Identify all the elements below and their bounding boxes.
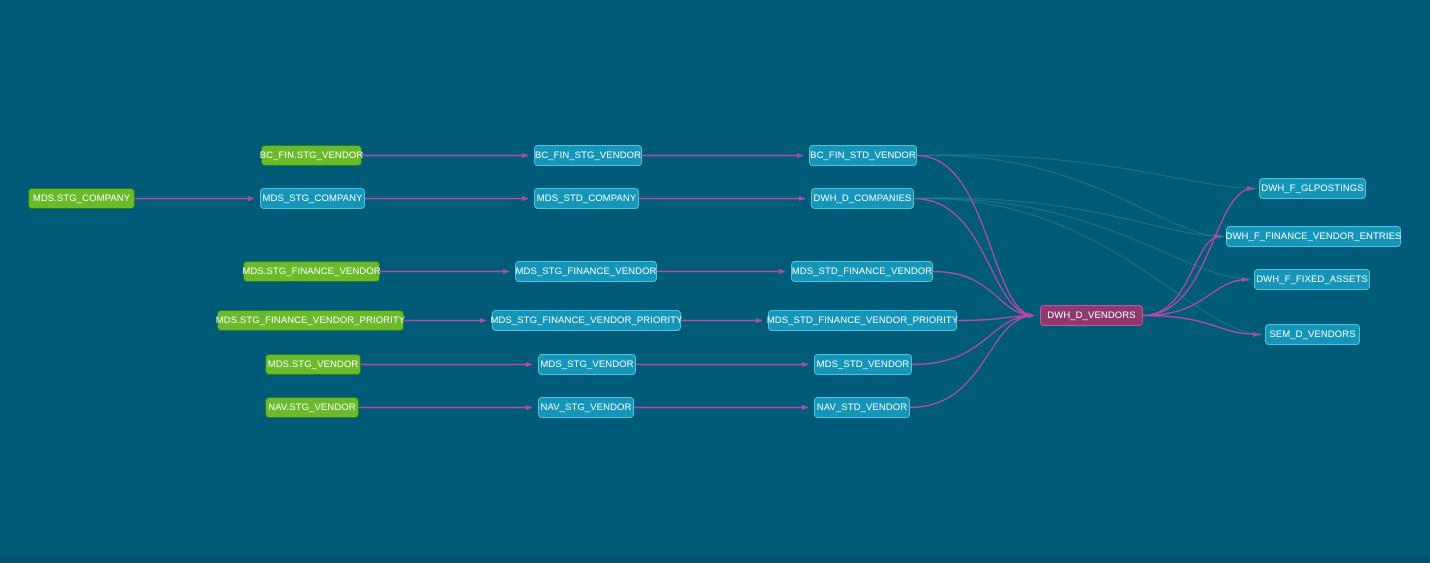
lineage-node-dwh_f_fixed_assets[interactable]: DWH_F_FIXED_ASSETS: [1254, 269, 1370, 290]
node-label: BC_FIN.STG_VENDOR: [259, 149, 364, 161]
lineage-node-mds_stg_finance_vendor_priority[interactable]: MDS_STG_FINANCE_VENDOR_PRIORITY: [490, 310, 682, 331]
lineage-node-dwh_d_companies[interactable]: DWH_D_COMPANIES: [811, 188, 914, 209]
node-label: DWH_F_GLPOSTINGS: [1261, 182, 1364, 194]
node-label: DWH_D_COMPANIES: [813, 192, 912, 204]
lineage-node-mds_stg_finance_vendor_src[interactable]: MDS.STG_FINANCE_VENDOR: [242, 261, 381, 282]
node-label: MDS.STG_VENDOR: [267, 358, 359, 370]
node-label: MDS_STG_COMPANY: [262, 192, 363, 204]
node-label: MDS_STD_COMPANY: [536, 192, 637, 204]
lineage-node-mds_std_finance_vendor_priority[interactable]: MDS_STD_FINANCE_VENDOR_PRIORITY: [767, 310, 958, 331]
node-label: DWH_D_VENDORS: [1047, 309, 1136, 321]
node-label: BC_FIN_STG_VENDOR: [534, 149, 642, 161]
node-label: MDS_STG_FINANCE_VENDOR_PRIORITY: [490, 314, 683, 326]
node-label: MDS_STG_VENDOR: [540, 358, 634, 370]
lineage-node-nav_stg_vendor_src[interactable]: NAV.STG_VENDOR: [265, 397, 359, 418]
node-label: DWH_F_FINANCE_VENDOR_ENTRIES: [1225, 230, 1402, 242]
node-label: NAV_STG_VENDOR: [540, 401, 632, 413]
lineage-node-mds_stg_vendor_src[interactable]: MDS.STG_VENDOR: [265, 354, 361, 375]
node-label: SEM_D_VENDORS: [1269, 328, 1356, 340]
lineage-node-nav_stg_vendor[interactable]: NAV_STG_VENDOR: [538, 397, 634, 418]
bottom-scroll-strip[interactable]: [0, 557, 1430, 563]
lineage-node-mds_std_vendor[interactable]: MDS_STD_VENDOR: [814, 354, 912, 375]
node-label: MDS_STG_FINANCE_VENDOR: [515, 265, 657, 277]
lineage-node-mds_stg_finance_vendor_priority_src[interactable]: MDS.STG_FINANCE_VENDOR_PRIORITY: [216, 310, 405, 331]
node-label: NAV_STD_VENDOR: [816, 401, 908, 413]
node-label: MDS_STD_FINANCE_VENDOR_PRIORITY: [766, 314, 959, 326]
lineage-node-nav_std_vendor[interactable]: NAV_STD_VENDOR: [814, 397, 910, 418]
lineage-node-dwh_f_glpostings[interactable]: DWH_F_GLPOSTINGS: [1259, 178, 1366, 199]
node-label: MDS_STD_VENDOR: [816, 358, 910, 370]
lineage-node-bc_fin_stg_vendor_src[interactable]: BC_FIN.STG_VENDOR: [260, 145, 363, 166]
lineage-node-mds_std_finance_vendor[interactable]: MDS_STD_FINANCE_VENDOR: [791, 261, 933, 282]
node-label: MDS_STD_FINANCE_VENDOR: [791, 265, 933, 277]
lineage-node-bc_fin_stg_vendor[interactable]: BC_FIN_STG_VENDOR: [534, 145, 642, 166]
node-label: BC_FIN_STD_VENDOR: [810, 149, 916, 161]
node-label: DWH_F_FIXED_ASSETS: [1256, 273, 1368, 285]
node-label: MDS.STG_COMPANY: [32, 192, 131, 204]
lineage-node-mds_std_company[interactable]: MDS_STD_COMPANY: [534, 188, 639, 209]
lineage-node-dwh_f_finance_vendor_entries[interactable]: DWH_F_FINANCE_VENDOR_ENTRIES: [1226, 226, 1401, 247]
lineage-node-dwh_d_vendors[interactable]: DWH_D_VENDORS: [1040, 305, 1143, 326]
lineage-node-bc_fin_std_vendor[interactable]: BC_FIN_STD_VENDOR: [809, 145, 917, 166]
node-label: NAV.STG_VENDOR: [268, 401, 356, 413]
node-label: MDS.STG_FINANCE_VENDOR: [242, 265, 381, 277]
node-label: MDS.STG_FINANCE_VENDOR_PRIORITY: [215, 314, 406, 326]
lineage-node-mds_stg_company[interactable]: MDS_STG_COMPANY: [260, 188, 365, 209]
lineage-node-sem_d_vendors[interactable]: SEM_D_VENDORS: [1265, 324, 1360, 345]
lineage-node-mds_stg_finance_vendor[interactable]: MDS_STG_FINANCE_VENDOR: [515, 261, 657, 282]
lineage-node-mds_stg_vendor[interactable]: MDS_STG_VENDOR: [538, 354, 636, 375]
lineage-node-mds_stg_company_src[interactable]: MDS.STG_COMPANY: [28, 188, 135, 209]
